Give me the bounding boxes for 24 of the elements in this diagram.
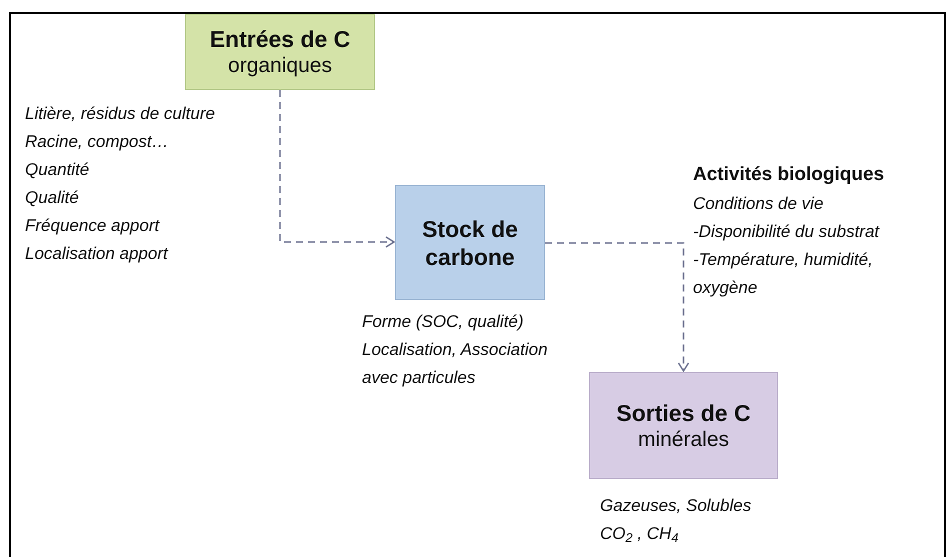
- box-title: Sorties de C: [616, 398, 751, 426]
- annotation-text: Forme (SOC, qualité): [362, 311, 525, 333]
- process-box: [589, 372, 778, 479]
- box-title: Stock de carbone: [421, 214, 519, 270]
- process-box: [395, 185, 545, 300]
- dashed-arrow: [279, 90, 395, 248]
- box-title: Entrées de C: [210, 25, 350, 53]
- annotation-text: Fréquence apport: [25, 215, 161, 237]
- annotation-text: -Température, humidité, oxygène: [693, 249, 874, 299]
- process-box: [185, 14, 375, 90]
- annotation-text: Qualité: [25, 187, 80, 209]
- annotation-text: Racine, compost…: [25, 131, 170, 153]
- annotation-text: Conditions de vie: [693, 193, 824, 215]
- box-subtitle: organiques: [228, 53, 332, 79]
- annotation-text: Quantité: [25, 159, 90, 181]
- dashed-arrow: [545, 242, 690, 372]
- box-subtitle: minérales: [638, 426, 730, 452]
- heading-text: Activités biologiques: [693, 163, 886, 187]
- annotation-text: CO$_{2}$ , CH$_{4}$: [600, 523, 680, 548]
- annotation-text: -Disponibilité du substrat: [693, 221, 881, 243]
- annotation-text: Gazeuses, Solubles: [600, 495, 752, 517]
- annotation-text: Localisation apport: [25, 243, 170, 265]
- annotation-text: Litière, résidus de culture: [25, 103, 216, 125]
- annotation-text: Localisation, Association avec particules: [362, 339, 549, 389]
